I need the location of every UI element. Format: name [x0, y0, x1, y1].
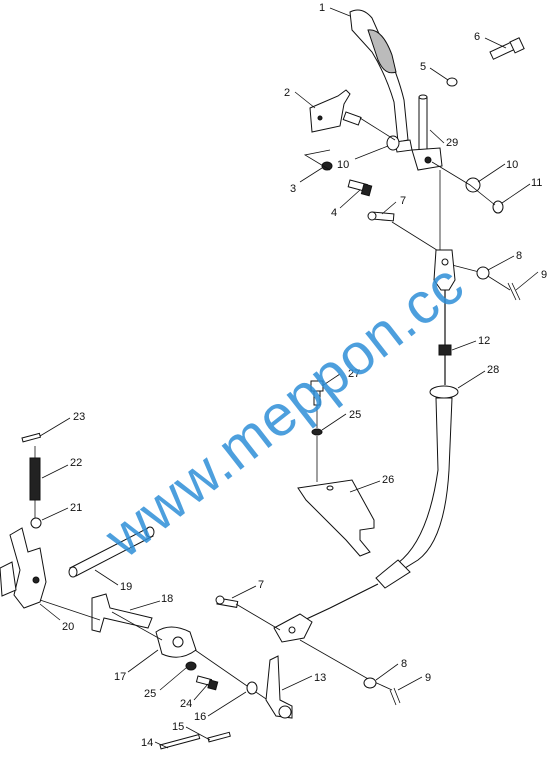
- callout-17: 17: [114, 671, 126, 683]
- callout-25-lower: 25: [144, 688, 156, 700]
- mounting-bracket: [309, 89, 362, 133]
- callout-23: 23: [73, 411, 85, 423]
- callout-6: 6: [474, 31, 480, 43]
- callout-22: 22: [70, 457, 82, 469]
- callout-15: 15: [172, 721, 184, 733]
- washer-small: [446, 77, 458, 87]
- cable-bracket: [297, 479, 375, 557]
- shift-rail: [68, 526, 155, 578]
- shift-cable: [299, 290, 459, 623]
- callout-8-lower: 8: [401, 658, 407, 670]
- callout-labels: 1 2 3 4 5 6 7 8 9 10 10 11 12 13 14 15 1…: [62, 2, 547, 749]
- lever-rod: [411, 94, 443, 171]
- roll-pin-short: [207, 731, 231, 743]
- callout-9-lower: 9: [425, 672, 431, 684]
- callout-10-left: 10: [337, 159, 349, 171]
- cotter-pin-upper: [507, 282, 521, 301]
- nut-middle: [311, 428, 323, 436]
- bellcrank-lever: [265, 655, 293, 719]
- clevis-pin-lower: [215, 595, 239, 608]
- shift-fork: [0, 527, 47, 609]
- callout-18: 18: [161, 593, 173, 605]
- callout-8-upper: 8: [516, 250, 522, 262]
- callout-24: 24: [180, 698, 192, 710]
- washer-lower: [246, 681, 258, 695]
- callout-27: 27: [348, 368, 360, 380]
- callout-20: 20: [62, 621, 74, 633]
- callout-21: 21: [70, 502, 82, 514]
- washer-lower-clevis: [363, 677, 377, 689]
- callout-1: 1: [319, 2, 325, 14]
- callout-29: 29: [446, 137, 458, 149]
- callout-4: 4: [331, 207, 337, 219]
- callout-10-right: 10: [506, 159, 518, 171]
- bolt-lower: [195, 675, 219, 691]
- callout-11: 11: [531, 177, 542, 189]
- callout-7-upper: 7: [400, 195, 406, 207]
- callout-28: 28: [487, 364, 499, 376]
- cable-clevis-lower: [273, 613, 313, 643]
- cotter-pin-lower: [389, 687, 401, 706]
- callout-19: 19: [120, 581, 132, 593]
- detent-pin: [21, 432, 42, 443]
- callout-25-middle: 25: [349, 409, 361, 421]
- shift-lever-handle: [349, 9, 413, 153]
- retaining-clip: [492, 200, 504, 214]
- callout-5: 5: [420, 61, 426, 73]
- callout-26: 26: [382, 474, 394, 486]
- callout-7-lower: 7: [258, 579, 264, 591]
- washer-upper-left: [386, 135, 400, 151]
- nut-lower: [185, 661, 197, 671]
- cable-clevis-upper: [433, 249, 456, 291]
- callout-16: 16: [194, 711, 206, 723]
- callout-14: 14: [141, 737, 153, 749]
- lock-nut: [321, 161, 333, 171]
- cap-screw: [489, 37, 525, 60]
- pivot-housing: [155, 626, 197, 658]
- watermark-text: www.meppon.cc: [92, 251, 476, 571]
- callout-3: 3: [290, 183, 296, 195]
- callout-9-upper: 9: [541, 269, 547, 281]
- detent-ball: [30, 517, 42, 529]
- roll-pin-long: [159, 734, 201, 750]
- callout-12: 12: [478, 335, 490, 347]
- clevis-pin-upper: [367, 211, 395, 222]
- shift-arm: [91, 593, 153, 633]
- washer-upper-right: [465, 177, 481, 193]
- hex-bolt: [347, 179, 373, 197]
- washer-upper-clevis: [476, 266, 490, 280]
- callout-13: 13: [314, 672, 326, 684]
- leader-lines: [39, 7, 539, 749]
- detent-spring: [29, 457, 41, 501]
- callout-2: 2: [284, 87, 290, 99]
